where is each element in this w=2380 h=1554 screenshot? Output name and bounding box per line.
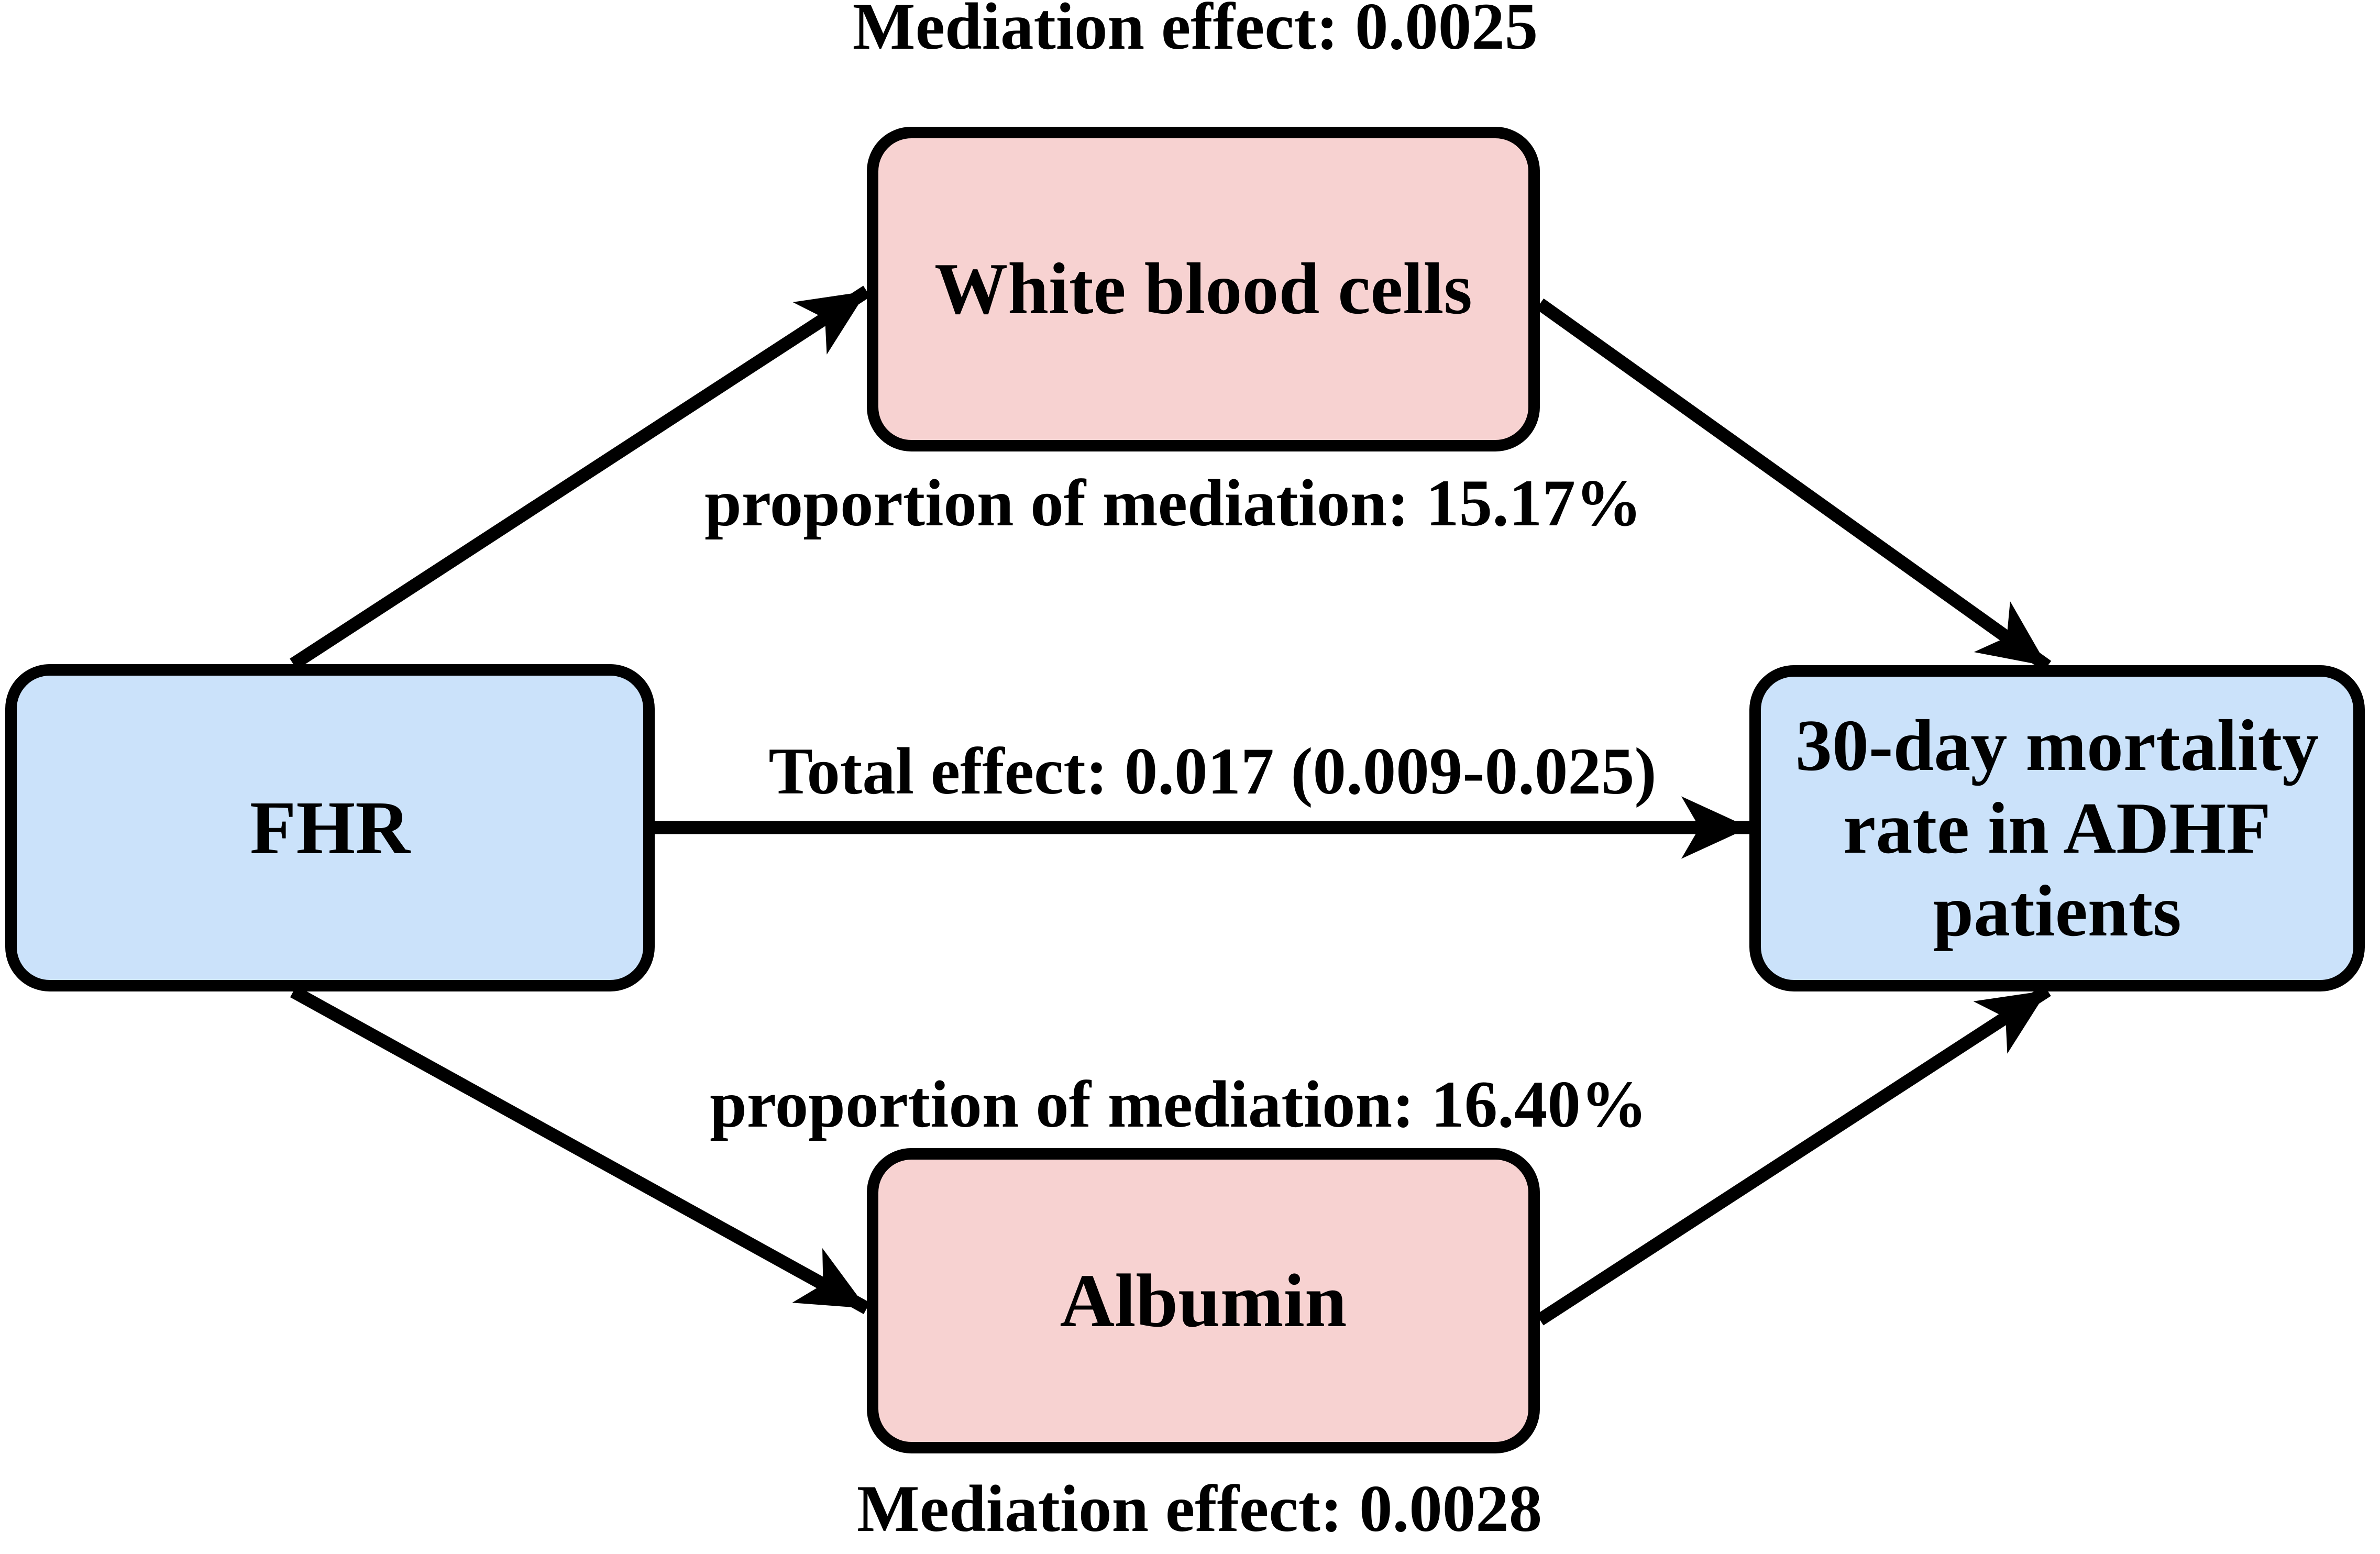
node-white-blood-cells-label: White blood cells — [934, 248, 1472, 329]
node-outcome-line-1: 30-day mortality — [1795, 704, 2319, 786]
arrow-wbc-to-outcome — [1536, 298, 2052, 672]
mediation-effect-top-label: Mediation effect: 0.0025 — [852, 0, 1538, 63]
proportion-of-mediation-bottom-label: proportion of mediation: 16.40% — [710, 1068, 1647, 1141]
node-white-blood-cells: White blood cells — [867, 127, 1540, 451]
node-albumin-label: Albumin — [1060, 1259, 1347, 1343]
node-fhr: FHR — [5, 664, 655, 991]
node-albumin: Albumin — [867, 1148, 1540, 1453]
node-outcome-line-2: rate in ADHF — [1843, 787, 2271, 869]
mediation-effect-bottom-label: Mediation effect: 0.0028 — [856, 1472, 1542, 1546]
node-outcome-label: 30-day mortality rate in ADHF patients — [1795, 704, 2319, 953]
node-outcome-line-3: patients — [1933, 870, 2181, 952]
arrow-fhr-to-wbc — [290, 285, 871, 670]
arrow-fhr-to-albumin — [290, 986, 871, 1314]
proportion-of-mediation-top-label: proportion of mediation: 15.17% — [704, 467, 1642, 540]
node-fhr-label: FHR — [249, 786, 411, 870]
total-effect-label: Total effect: 0.017 (0.009-0.025) — [768, 735, 1657, 808]
arrow-albumin-to-outcome — [1536, 985, 2051, 1326]
node-outcome: 30-day mortality rate in ADHF patients — [1749, 665, 2365, 991]
